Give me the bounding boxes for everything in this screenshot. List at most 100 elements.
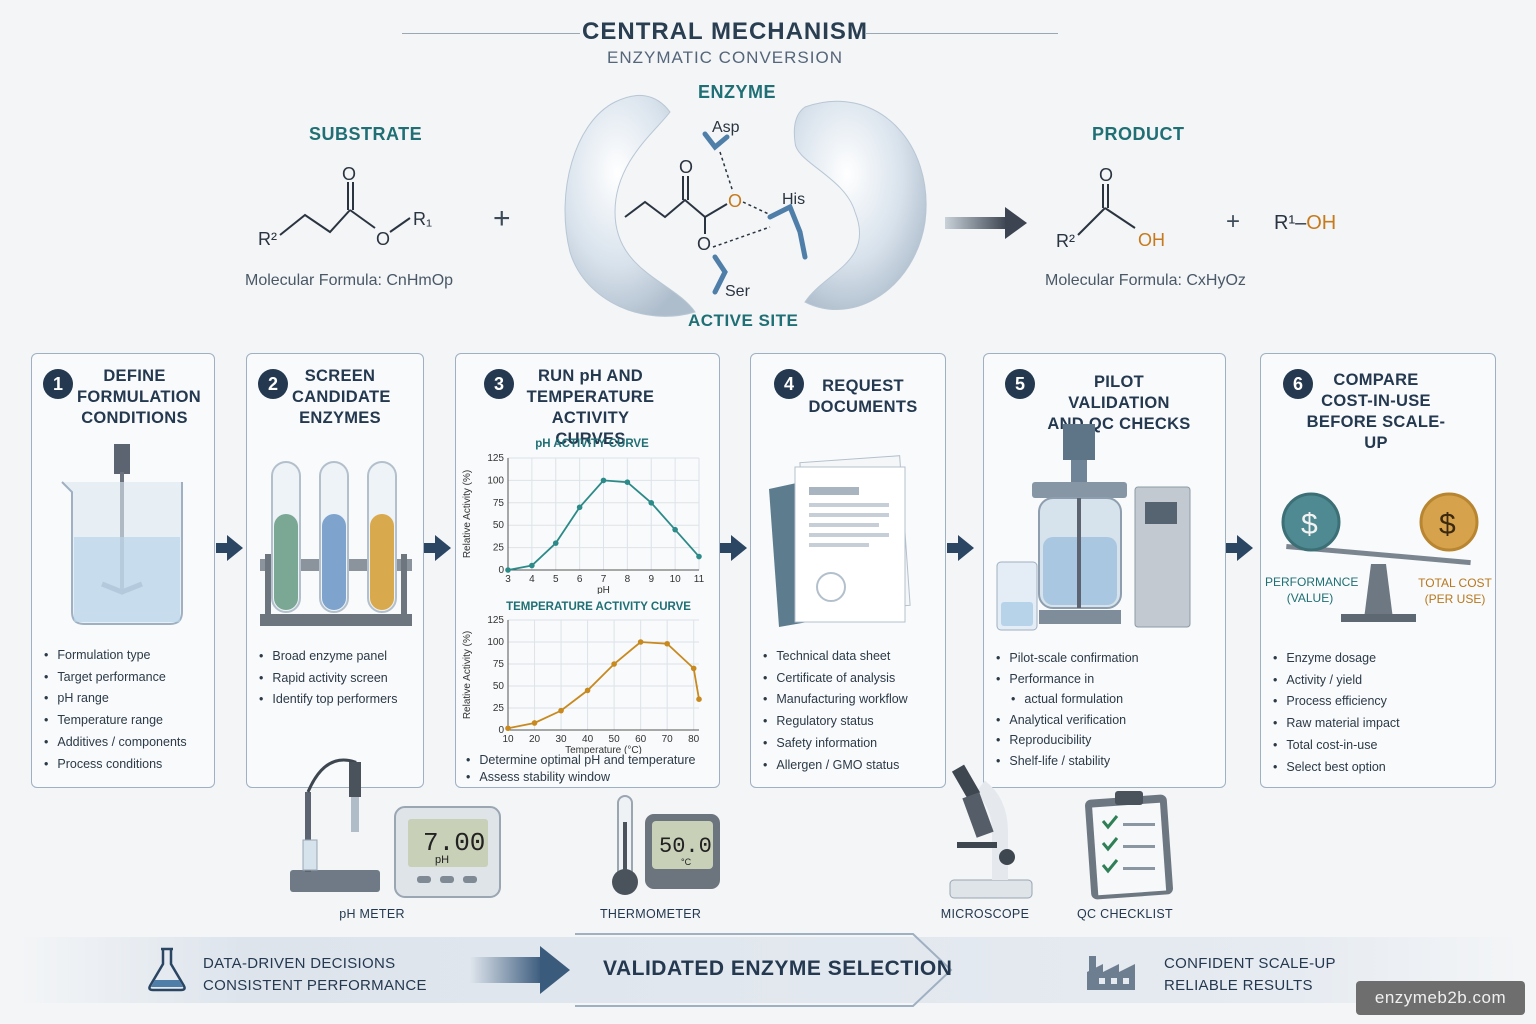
y-tick-label: 125 xyxy=(487,453,504,464)
step-title-1: DEFINE FORMULATION CONDITIONS xyxy=(77,367,201,427)
product-formula: Molecular Formula: CxHyOz xyxy=(1045,272,1246,289)
data-point xyxy=(624,479,631,485)
y-tick-label: 75 xyxy=(493,498,505,509)
step-number-2: 2 xyxy=(258,369,288,399)
data-point xyxy=(529,562,535,569)
substrate-r1: R₁ xyxy=(413,209,432,229)
thermometer-label: THERMOMETER xyxy=(600,907,702,921)
data-point xyxy=(576,504,583,511)
step-bullets-3: Determine optimal pH and temperature Ass… xyxy=(466,752,695,786)
flow-arrow-icon-5 xyxy=(1237,535,1253,561)
data-point xyxy=(611,661,617,667)
page-title: CENTRAL MECHANISM xyxy=(582,18,868,45)
data-point xyxy=(584,687,591,694)
product-r2: R² xyxy=(1056,231,1075,251)
header-rule-left xyxy=(402,33,580,34)
data-point xyxy=(637,639,644,645)
pilot-reactor-icon xyxy=(996,424,1191,631)
data-point xyxy=(505,725,511,732)
step-card-6: 6 COMPARE COST-IN-USE BEFORE SCALE-UP $ … xyxy=(1260,353,1496,788)
substrate-structure: O R² O R₁ xyxy=(258,164,432,249)
flow-arrow-stem-4 xyxy=(947,543,959,553)
bottom-arrow-stem xyxy=(470,957,542,983)
documents-icon xyxy=(769,455,911,627)
y-axis-label: Relative Activity (%) xyxy=(462,470,473,558)
product-label: PRODUCT xyxy=(1092,124,1185,144)
qc-clipboard-icon xyxy=(1085,791,1173,900)
cost-scale-icon: $ $ xyxy=(1281,492,1479,622)
x-tick-label: 6 xyxy=(577,574,583,585)
alcohol-oh: OH xyxy=(1306,212,1337,234)
alcohol-dash: – xyxy=(1295,212,1307,234)
reaction-arrow-stem xyxy=(945,217,1007,229)
y-axis-label: Relative Activity (%) xyxy=(462,631,473,719)
series-line xyxy=(507,641,700,730)
data-point xyxy=(600,477,607,484)
test-tubes-icon xyxy=(260,461,412,626)
x-tick-label: 5 xyxy=(553,574,559,585)
step-bullets-4: Technical data sheet Certificate of anal… xyxy=(763,646,907,776)
x-tick-label: 4 xyxy=(529,574,535,585)
page-subtitle: ENZYMATIC CONVERSION xyxy=(607,48,843,67)
alcohol-product: R¹–OH xyxy=(1274,212,1336,235)
flow-arrow-icon-1 xyxy=(227,535,243,561)
data-point xyxy=(690,665,697,672)
header-rule-right xyxy=(866,33,1058,34)
step-title-4: REQUEST DOCUMENTS xyxy=(808,377,918,416)
step-bullets-5: Pilot-scale confirmation Performance in … xyxy=(996,648,1138,771)
residue-ser: Ser xyxy=(725,283,751,300)
microscope-label: MICROSCOPE xyxy=(940,907,1030,921)
step-bullets-1: Formulation type Target performance pH r… xyxy=(44,645,186,775)
factory-icon xyxy=(1087,956,1135,990)
step-title-2: SCREEN CANDIDATE ENZYMES xyxy=(292,367,391,427)
x-axis-label: Temperature (°C) xyxy=(565,745,642,754)
data-point xyxy=(664,640,670,647)
flow-arrow-icon-3 xyxy=(731,535,747,561)
coin-dollar-left: $ xyxy=(1301,508,1318,541)
thermometer-icon: 50.0 °C xyxy=(612,795,720,895)
step-title-3: RUN pH AND TEMPERATURE ACTIVITY CURVES xyxy=(526,367,655,448)
y-tick-label: 25 xyxy=(493,543,505,554)
step-number-5: 5 xyxy=(1005,369,1035,399)
enzyme-label: ENZYME xyxy=(698,82,777,102)
residue-asp: Asp xyxy=(712,119,740,136)
x-tick-label: 50 xyxy=(609,734,621,745)
y-tick-label: 50 xyxy=(493,681,505,692)
active-site-label: ACTIVE SITE xyxy=(688,311,799,330)
substrate-label: SUBSTRATE xyxy=(309,124,423,144)
microscope-icon xyxy=(949,764,1033,899)
y-tick-label: 100 xyxy=(487,637,504,648)
temp-chart-title: TEMPERATURE ACTIVITY CURVE xyxy=(506,601,691,613)
ph-display-value: 7.00 xyxy=(423,828,485,858)
bottom-right-text: CONFIDENT SCALE-UP RELIABLE RESULTS xyxy=(1164,955,1336,994)
data-point xyxy=(558,707,564,714)
flow-arrow-stem-3 xyxy=(720,543,732,553)
step-card-4: 4 REQUEST DOCUMENTS Technical data sheet… xyxy=(750,353,946,788)
temp-display-unit: °C xyxy=(681,857,692,867)
y-tick-label: 50 xyxy=(493,520,505,531)
plus-sign-1: + xyxy=(493,202,511,235)
x-tick-label: 3 xyxy=(505,574,511,585)
data-point xyxy=(672,526,678,533)
bottom-left-text: DATA-DRIVEN DECISIONS CONSISTENT PERFORM… xyxy=(203,955,427,994)
flow-arrow-stem-1 xyxy=(216,543,228,553)
qc-checklist-label: QC CHECKLIST xyxy=(1077,907,1173,921)
step-bullets-2: Broad enzyme panel Rapid activity screen… xyxy=(259,646,397,711)
step-number-3: 3 xyxy=(484,369,514,399)
y-tick-label: 0 xyxy=(498,725,504,736)
substrate-o-ester: O xyxy=(376,229,390,249)
ph-meter-label: pH METER xyxy=(339,907,405,921)
site-o-mid: O xyxy=(728,191,742,211)
ph-meter-icon: 7.00 pH xyxy=(290,758,501,898)
x-tick-label: 40 xyxy=(582,734,594,745)
site-o-top: O xyxy=(679,157,693,177)
site-o-bottom: O xyxy=(697,234,711,254)
x-tick-label: 80 xyxy=(688,734,700,745)
enzyme-blob: O O O Asp His Ser xyxy=(564,94,927,317)
residue-his: His xyxy=(782,191,805,208)
flow-arrow-stem-2 xyxy=(424,543,436,553)
y-tick-label: 75 xyxy=(493,659,505,670)
coin-dollar-right: $ xyxy=(1439,508,1456,541)
product-structure: O R² OH xyxy=(1056,165,1165,251)
y-tick-label: 25 xyxy=(493,703,505,714)
